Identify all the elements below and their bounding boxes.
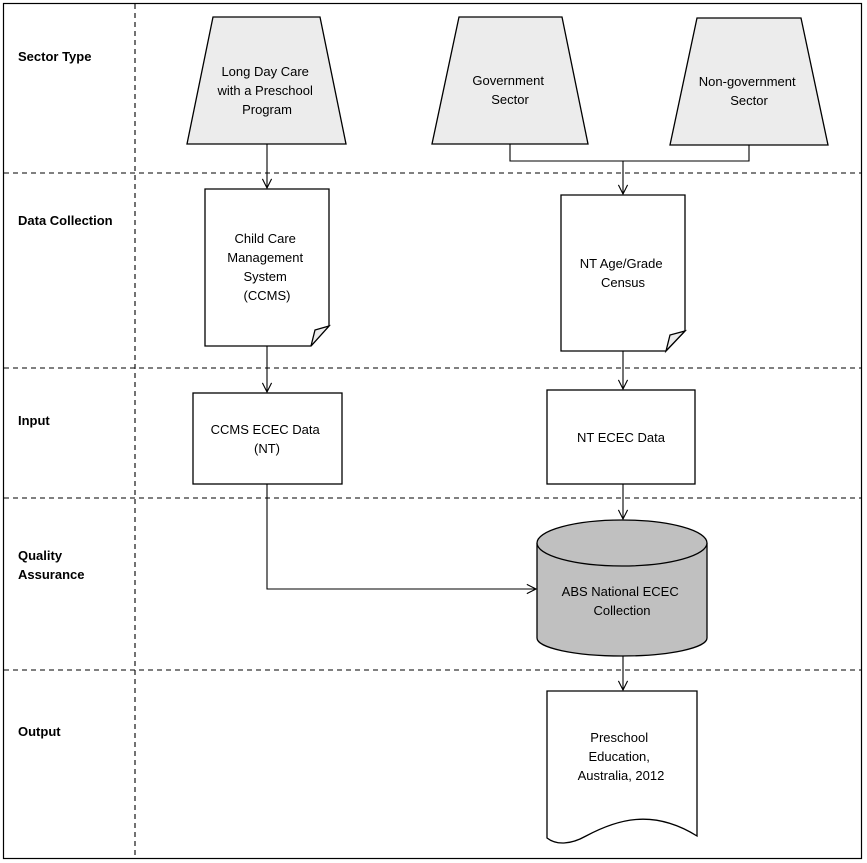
lane-label-input: Input xyxy=(18,413,50,428)
svg-text:Preschool Education,: Preschool Education, Australia, 2012 xyxy=(578,730,665,783)
svg-text:ABS National ECEC Collec: ABS National ECEC Collection xyxy=(562,584,683,618)
node-nt-census: NT Age/Grade Census xyxy=(560,194,688,354)
lane-label-output: Output xyxy=(18,724,61,739)
node-non-government-sector: Non-government Sector xyxy=(669,17,829,146)
svg-text:Government Sector: Government Sector xyxy=(472,73,547,107)
lane-label-sector-type: Sector Type xyxy=(18,49,91,64)
svg-text:NT Age/Grade Census: NT Age/Grade Census xyxy=(580,256,667,290)
lane-label-quality-assurance: Quality Assurance xyxy=(18,548,84,582)
svg-text:NT ECEC Data: NT ECEC Data xyxy=(577,430,666,445)
edge-ccms-ecec-to-abs xyxy=(266,484,536,589)
svg-text:Long Day Care with a Pre: Long Day Care with a Preschool Program xyxy=(216,64,316,117)
node-ccms: Child Care Management System (CCMS) xyxy=(204,188,331,347)
edge-sectors-merge xyxy=(509,144,750,162)
lane-label-data-collection: Data Collection xyxy=(18,213,113,228)
node-abs-national-ecec-collection: ABS National ECEC Collection xyxy=(536,519,708,657)
node-long-day-care: Long Day Care with a Preschool Program xyxy=(186,16,347,145)
svg-text:CCMS ECEC Data (NT): CCMS ECEC Data (NT) xyxy=(211,422,324,456)
node-government-sector: Government Sector xyxy=(431,16,589,145)
node-preschool-education-output: Preschool Education, Australia, 2012 xyxy=(546,690,698,844)
svg-text:Non-government Sector: Non-government Sector xyxy=(699,74,799,108)
node-nt-ecec-data: NT ECEC Data xyxy=(546,389,696,485)
svg-text:Child Care Management: Child Care Management System (CCMS) xyxy=(227,231,307,303)
node-ccms-ecec-data: CCMS ECEC Data (NT) xyxy=(192,392,343,485)
